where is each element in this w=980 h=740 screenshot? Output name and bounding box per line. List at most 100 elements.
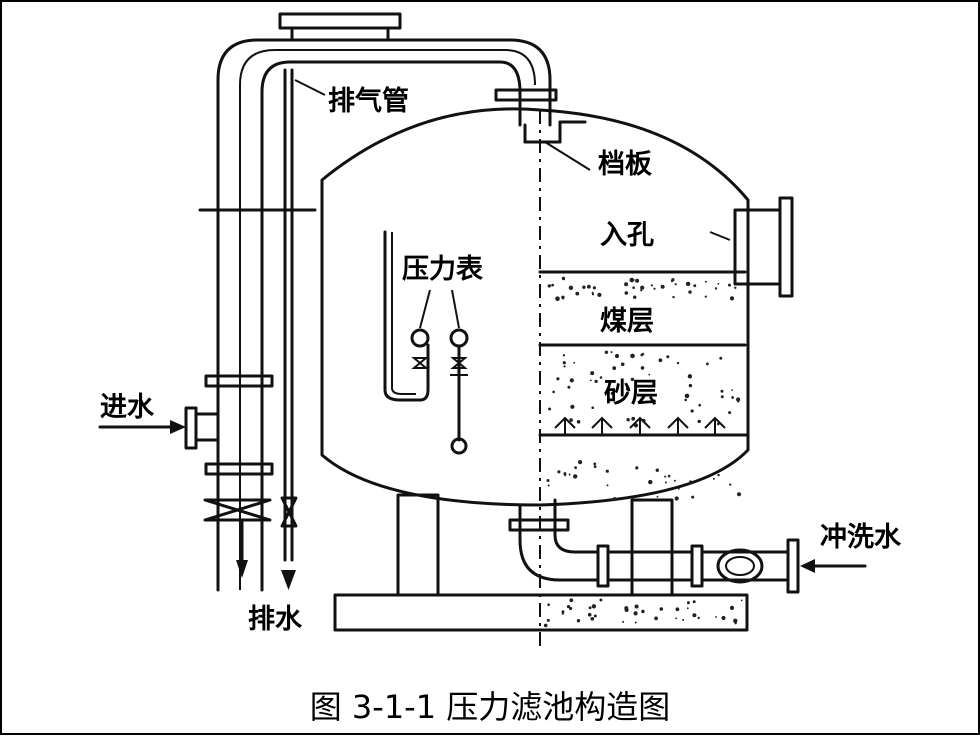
media-dot <box>740 599 743 602</box>
media-dot <box>582 285 586 289</box>
media-dot <box>712 477 715 480</box>
media-dot <box>670 279 674 283</box>
media-dot <box>676 361 680 365</box>
media-dot <box>664 481 667 484</box>
media-dot <box>567 385 571 389</box>
media-dot <box>569 598 574 603</box>
media-dot <box>634 621 637 624</box>
media-dot <box>556 377 560 381</box>
media-dot <box>654 616 658 621</box>
media-dot <box>684 393 690 399</box>
media-dot <box>593 462 597 466</box>
media-dot <box>640 285 645 290</box>
media-dot <box>605 469 609 473</box>
media-dot <box>624 291 629 295</box>
backwash-pipe <box>508 498 867 594</box>
base-dots <box>543 460 743 628</box>
media-dot <box>573 474 578 479</box>
media-dot <box>728 283 731 287</box>
label-water-inlet: 进水 <box>100 392 155 423</box>
baffle <box>523 120 591 171</box>
media-dot <box>697 616 700 620</box>
media-dot <box>624 608 629 612</box>
media-dot <box>587 612 592 617</box>
media-dot <box>547 284 551 288</box>
media-dot <box>546 618 550 622</box>
media-dot <box>552 390 555 394</box>
inlet-valve <box>203 498 272 522</box>
media-dot <box>630 377 635 382</box>
media-dot <box>688 290 692 294</box>
media-dot <box>547 484 550 487</box>
media-dot <box>564 474 567 477</box>
media-dot <box>729 296 735 301</box>
media-dot <box>664 475 667 478</box>
media-dot <box>576 420 581 424</box>
media-dot <box>687 374 693 379</box>
media-dot <box>631 416 636 421</box>
media-dot <box>599 598 603 602</box>
label-backwash-water: 冲洗水 <box>820 522 902 553</box>
media-dot <box>569 378 574 383</box>
media-dot <box>691 495 695 499</box>
media-dot <box>641 609 645 614</box>
media-dot <box>569 418 573 422</box>
media-dot <box>588 606 592 610</box>
label-vent-pipe: 排气管 <box>328 86 409 117</box>
media-dot <box>563 472 567 476</box>
label-sand-layer: 砂层 <box>604 378 658 409</box>
media-dot <box>597 292 602 297</box>
media-dot <box>612 366 617 370</box>
media-dot <box>551 283 554 287</box>
media-dot <box>731 396 734 399</box>
media-dot <box>633 295 637 299</box>
media-dot <box>685 281 691 287</box>
media-dot <box>569 606 573 611</box>
media-dot <box>698 403 701 407</box>
media-dot <box>635 466 639 470</box>
media-dot <box>563 365 566 368</box>
label-manhole: 入孔 <box>600 220 654 251</box>
media-dot <box>635 278 640 283</box>
media-dot <box>650 284 654 287</box>
media-dot <box>674 283 677 286</box>
media-dot <box>675 607 680 612</box>
media-dot <box>734 622 737 625</box>
media-dot <box>633 611 638 616</box>
media-dot <box>543 623 548 628</box>
media-dot <box>682 618 685 621</box>
vent-pipe <box>216 12 558 592</box>
media-dot <box>591 293 595 296</box>
media-dot <box>547 603 550 606</box>
media-dot <box>675 617 678 620</box>
media-dot <box>734 286 737 289</box>
media-dot <box>686 607 689 610</box>
media-dot <box>678 488 680 490</box>
media-dot <box>590 379 592 382</box>
media-dot <box>546 479 550 482</box>
media-dot <box>704 280 707 283</box>
media-dot <box>614 353 620 359</box>
media-dot <box>629 277 635 283</box>
media-dot <box>562 354 566 357</box>
media-dot <box>692 613 697 618</box>
media-dot <box>688 383 693 388</box>
media-dot <box>719 356 723 360</box>
media-dot <box>656 495 659 498</box>
media-dot <box>593 614 597 618</box>
support-legs <box>333 493 749 632</box>
media-dot <box>576 619 581 623</box>
media-dot <box>640 353 644 357</box>
media-dot <box>632 286 635 290</box>
media-dot <box>714 287 718 290</box>
media-dot <box>659 607 664 611</box>
media-dot <box>733 618 738 623</box>
media-dot <box>590 617 595 621</box>
media-dot <box>573 361 576 364</box>
media-dot <box>667 474 671 478</box>
media-dot <box>626 418 630 422</box>
media-dot <box>620 362 625 367</box>
media-dot <box>640 366 645 370</box>
figure-caption: 图 3-1-1 压力滤池构造图 <box>310 688 671 726</box>
media-dot <box>736 397 741 402</box>
